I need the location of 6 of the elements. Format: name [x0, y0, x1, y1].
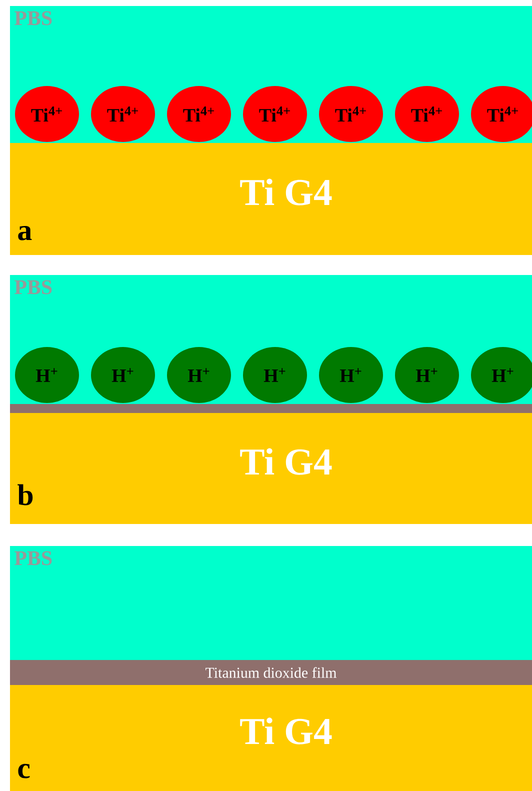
oxide-film	[10, 404, 532, 413]
panel-letter: a	[18, 226, 32, 240]
panel-letter: c	[18, 764, 30, 778]
oxide-film: Titanium dioxide film	[10, 660, 532, 685]
panel-letter: b	[18, 484, 33, 506]
solution-band: PBS	[10, 546, 532, 660]
